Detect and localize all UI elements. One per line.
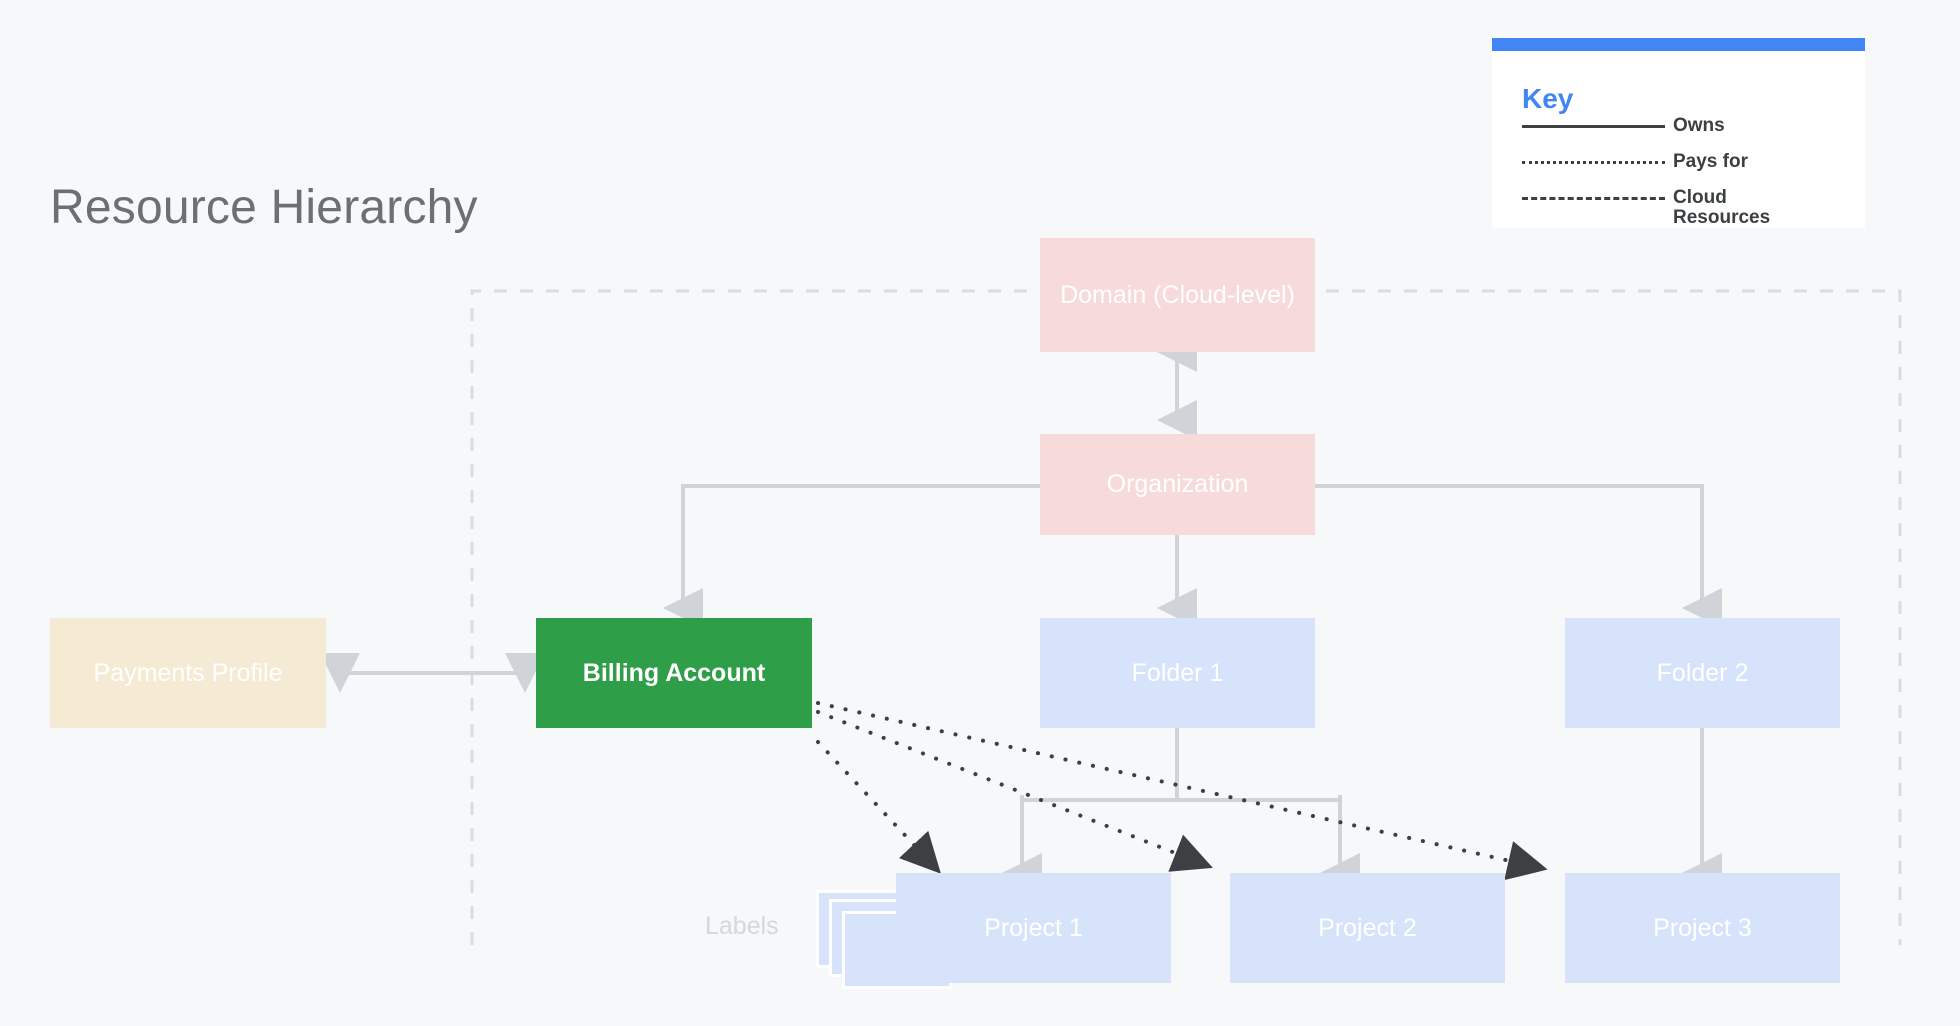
key-rows: Owns Pays for Cloud Resources [1522, 116, 1852, 227]
page-title: Resource Hierarchy [50, 181, 478, 234]
key-label-pays-for: Pays for [1673, 151, 1748, 172]
edge-billing-pays-project1 [816, 740, 941, 874]
edge-billing-pays-project2 [816, 710, 1213, 872]
dashed-line-sample [1522, 188, 1665, 208]
key-row-cloud-resources: Cloud Resources [1522, 188, 1852, 227]
node-project-3[interactable]: Project 3 [1565, 873, 1840, 983]
key-row-pays-for: Pays for [1522, 152, 1852, 188]
edge-organization-billing-account [663, 484, 1040, 628]
edge-folder1-projects [1002, 728, 1360, 893]
key-label-cloud-resources: Cloud Resources [1673, 187, 1771, 228]
node-project-1[interactable]: Project 1 [896, 873, 1171, 983]
node-folder-2[interactable]: Folder 2 [1565, 618, 1840, 728]
node-billing-account[interactable]: Billing Account [536, 618, 812, 728]
key-accent-bar [1492, 38, 1865, 51]
node-folder-1[interactable]: Folder 1 [1040, 618, 1315, 728]
solid-line-sample [1522, 116, 1665, 136]
node-organization[interactable]: Organization [1040, 434, 1315, 535]
labels-text: Labels [705, 912, 779, 940]
edge-organization-folder2 [1315, 484, 1722, 628]
node-payments-profile-label: Payments Profile [93, 658, 283, 687]
node-payments-profile[interactable]: Payments Profile [50, 618, 326, 728]
node-project-1-label: Project 1 [984, 913, 1083, 942]
node-domain-label: Domain (Cloud-level) [1060, 280, 1295, 309]
node-project-3-label: Project 3 [1653, 913, 1752, 942]
node-folder-1-label: Folder 1 [1131, 658, 1224, 687]
dotted-line-sample [1522, 152, 1665, 172]
node-domain[interactable]: Domain (Cloud-level) [1040, 238, 1315, 352]
node-folder-2-label: Folder 2 [1656, 658, 1749, 687]
node-billing-account-label: Billing Account [582, 658, 766, 687]
key-title: Key [1522, 83, 1574, 114]
node-project-2-label: Project 2 [1318, 913, 1417, 942]
key-card [1492, 38, 1865, 228]
key-label-owns: Owns [1673, 115, 1725, 136]
key-row-owns: Owns [1522, 116, 1852, 152]
node-project-2[interactable]: Project 2 [1230, 873, 1505, 983]
node-organization-label: Organization [1106, 470, 1249, 499]
